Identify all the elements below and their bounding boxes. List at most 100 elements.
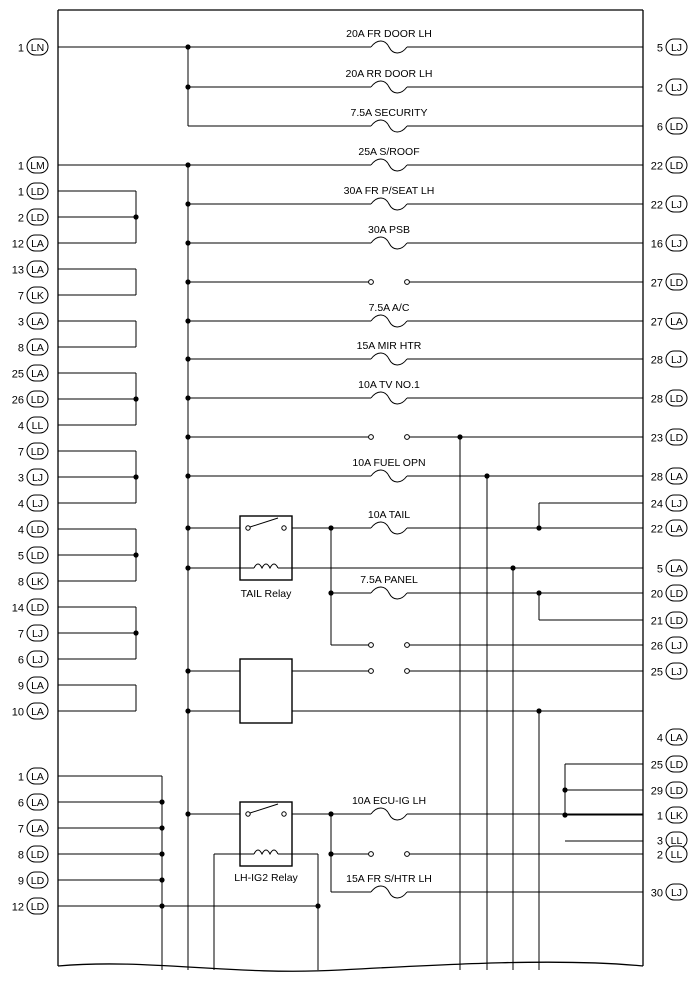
left-connectors: LN1LM1LD1LD2LA12LA13LK7LA3LA8LA25LD26LL4… — [12, 38, 49, 915]
connector-badge — [665, 781, 688, 799]
connector-terminal: LJ2 — [657, 78, 688, 96]
fuse-element-symbol — [370, 885, 408, 899]
connector-terminal: LM1 — [18, 156, 49, 174]
fuse: 20A RR DOOR LH — [188, 68, 643, 94]
junction-dot — [133, 630, 139, 636]
connector-code: LM — [30, 160, 45, 172]
connector-badge — [665, 117, 688, 135]
junction-dot — [185, 44, 191, 50]
junction-dot — [133, 396, 139, 402]
connector-terminal: LJ5 — [657, 38, 688, 56]
connector-code: LD — [670, 432, 684, 444]
connector-badge — [26, 416, 49, 434]
junction-dot — [185, 668, 191, 674]
connector-terminal: LK1 — [657, 806, 688, 824]
contact-terminal — [368, 851, 374, 857]
junction-dot — [328, 851, 334, 857]
connector-badge — [665, 559, 688, 577]
pin-number: 25 — [12, 369, 24, 381]
connector-badge — [26, 871, 49, 889]
connector-terminal: LJ 26 — [651, 636, 688, 654]
junction-dot — [159, 851, 165, 857]
connector-badge — [26, 338, 49, 356]
pin-number: 10 — [12, 707, 24, 719]
connector-code: LL — [32, 420, 44, 432]
connector-badge — [665, 467, 688, 485]
junction-dot — [536, 525, 542, 531]
connector-badge — [665, 755, 688, 773]
pin-number: 22 — [651, 200, 663, 212]
connector-terminal: LJ6 — [18, 650, 49, 668]
connector-code: LD — [31, 394, 45, 406]
pin-number: 29 — [651, 786, 663, 798]
connector-code: LA — [670, 563, 683, 575]
connector-badge — [26, 442, 49, 460]
connector-terminal: LJ3 — [18, 468, 49, 486]
connector-badge — [665, 195, 688, 213]
pin-number: 30 — [651, 888, 663, 900]
connector-code: LD — [31, 446, 45, 458]
pin-number: 25 — [651, 760, 663, 772]
connector-terminal: LD5 — [18, 546, 49, 564]
connector-badge — [665, 156, 688, 174]
pin-number: 4 — [657, 733, 663, 745]
right-connectors: LJ5LJ2LD6LD22LJ22LJ16LD27LA27LJ28LD28LD2… — [651, 38, 688, 901]
fuse-label: 25A S/ROOF — [358, 146, 419, 158]
connector-terminal: LD1 — [18, 182, 49, 200]
connector-code: LJ — [671, 666, 682, 678]
fuse-label: 10A TAIL — [368, 509, 410, 521]
pin-number: 7 — [18, 447, 24, 459]
pin-number: 5 — [18, 551, 24, 563]
pin-number: 2 — [657, 850, 663, 862]
pin-number: 27 — [651, 317, 663, 329]
connector-badge — [26, 38, 49, 56]
fuse: 15A FR S/HTR LH — [331, 873, 643, 899]
connector-terminal: LL3 — [657, 831, 688, 849]
fuse-element-symbol — [370, 197, 408, 211]
fuse-label: 7.5A A/C — [369, 302, 410, 314]
junction-dot — [562, 812, 568, 818]
contact-terminal — [368, 668, 374, 674]
connector-terminal: LD8 — [18, 845, 49, 863]
contact-terminal — [404, 668, 410, 674]
junction-dot — [185, 525, 191, 531]
connector-code: LD — [31, 186, 45, 198]
junction-dot — [328, 525, 334, 531]
pin-number: 6 — [18, 798, 24, 810]
junction-dot — [185, 811, 191, 817]
fuse-element-symbol — [370, 314, 408, 328]
pin-number: 25 — [651, 667, 663, 679]
junction-dot — [510, 565, 516, 571]
connector-code: LA — [31, 238, 44, 250]
connector-code: LJ — [671, 640, 682, 652]
fuse-element-symbol — [370, 236, 408, 250]
junction-dot — [185, 84, 191, 90]
relay-contact-gap — [291, 668, 643, 674]
connector-badge — [665, 519, 688, 537]
junction-dot — [185, 434, 191, 440]
junction-dot — [328, 590, 334, 596]
connector-code: LD — [31, 901, 45, 913]
fuse-label: 7.5A PANEL — [360, 574, 418, 586]
relay-coil-symbol — [253, 849, 279, 856]
connector-badge — [26, 260, 49, 278]
junction-dot — [315, 903, 321, 909]
connector-badge — [26, 624, 49, 642]
relay-contact-gap — [331, 851, 643, 857]
connector-terminal: LL2 — [657, 845, 688, 863]
relay-contact-gap — [188, 434, 643, 440]
connector-code: LD — [31, 875, 45, 887]
connector-code: LA — [31, 342, 44, 354]
relay-unlabeled — [239, 658, 293, 724]
connector-code: LA — [670, 732, 683, 744]
connector-badge — [665, 636, 688, 654]
pin-number: 26 — [651, 641, 663, 653]
